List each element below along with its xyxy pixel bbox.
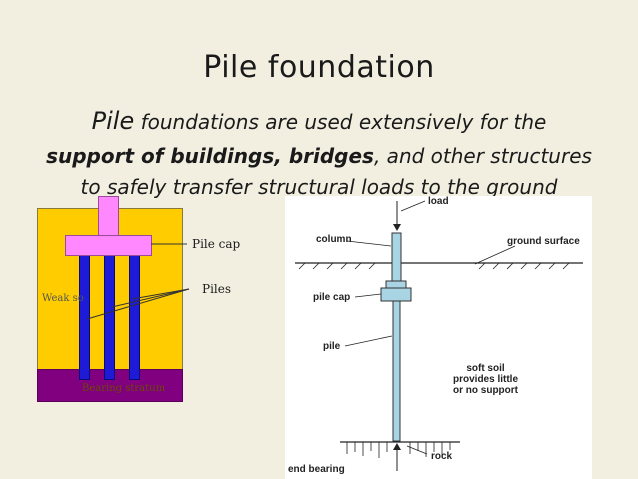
pile-cap-label-right: pile cap bbox=[313, 292, 351, 303]
right-pile-diagram: load column ground surface pile cap pile… bbox=[285, 196, 592, 479]
ground-surface-label: ground surface bbox=[507, 236, 580, 247]
rock-label: rock bbox=[431, 451, 453, 462]
load-label: load bbox=[428, 196, 449, 207]
pile-label-right: pile bbox=[323, 341, 341, 352]
slide-title: Pile foundation bbox=[203, 50, 435, 85]
soft-soil-line-2: provides little bbox=[453, 374, 519, 385]
body-line-2-rest: , and other structures bbox=[373, 144, 592, 168]
pile-cap-block bbox=[65, 235, 152, 256]
pile-cap-label: Pile cap bbox=[192, 237, 241, 251]
column-label: column bbox=[316, 234, 352, 245]
piles-label: Piles bbox=[202, 282, 232, 296]
body-line-1-rest: foundations are used extensively for the bbox=[134, 110, 547, 134]
soft-soil-line-3: or no support bbox=[453, 385, 518, 396]
soft-soil-line-1: soft soil bbox=[466, 363, 505, 374]
end-bearing-label: end bearing bbox=[288, 464, 345, 475]
weak-soil-label: Weak so bbox=[42, 293, 84, 304]
left-leader-lines bbox=[86, 243, 190, 320]
body-line-2: support of buildings, bridges, and other… bbox=[0, 144, 638, 168]
right-diagram-drawing bbox=[295, 200, 583, 471]
left-pile-diagram: Pile cap Piles Weak so Bearing stratum bbox=[37, 196, 297, 406]
pile-word: Pile bbox=[91, 107, 135, 135]
bearing-stratum-label: Bearing stratum bbox=[82, 383, 166, 394]
soft-soil-note: soft soil provides little or no support bbox=[453, 363, 518, 396]
body-line-1: Pile foundations are used extensively fo… bbox=[0, 107, 638, 135]
body-line-3: to safely transfer structural loads to t… bbox=[80, 175, 558, 199]
body-line-2-bold: support of buildings, bridges bbox=[46, 144, 374, 168]
